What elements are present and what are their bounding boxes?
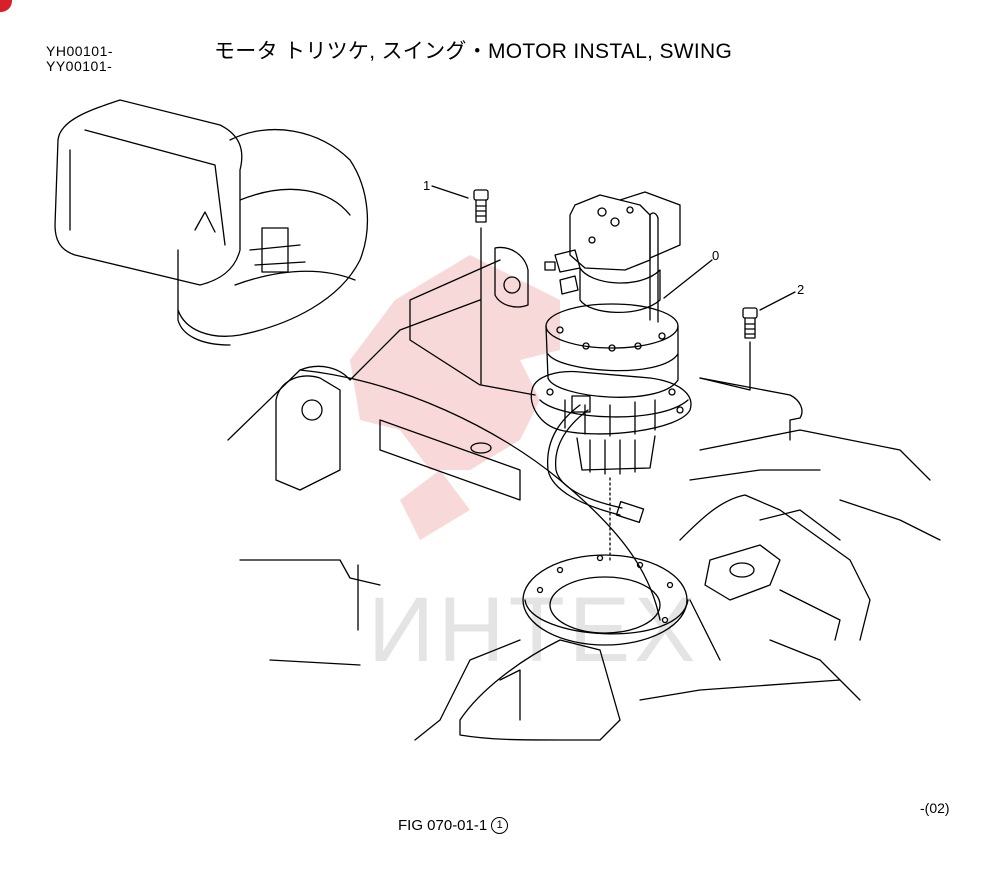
sheet-number-badge: 1 (491, 817, 509, 834)
callout-1: 1 (423, 178, 431, 193)
mounting-flange (522, 477, 689, 646)
callout-2: 2 (797, 282, 805, 297)
page-title: モータ トリツケ, スイング・MOTOR INSTAL, SWING (214, 40, 733, 63)
figure-number: FIG 070-01-1 1 (398, 817, 509, 834)
bolt-2 (699, 307, 758, 391)
callout-0: 0 (712, 248, 720, 263)
swing-motor-assembly (530, 191, 692, 475)
hydraulic-hose (546, 395, 645, 524)
leader-0 (663, 259, 713, 299)
lower-frame (459, 494, 941, 741)
bolt-1 (473, 189, 536, 396)
watermark-text: ИНТЕХ (368, 579, 700, 681)
serial-range-1: YH00101- (46, 43, 114, 59)
serial-range-2: YY00101- (46, 58, 113, 74)
leader-2 (759, 291, 796, 311)
upper-frame (227, 246, 931, 741)
figure-label: FIG 070-01-1 (398, 817, 488, 834)
machine-overview-inset (54, 99, 368, 346)
leader-1 (431, 185, 469, 199)
revision-code: -(02) (920, 800, 950, 816)
